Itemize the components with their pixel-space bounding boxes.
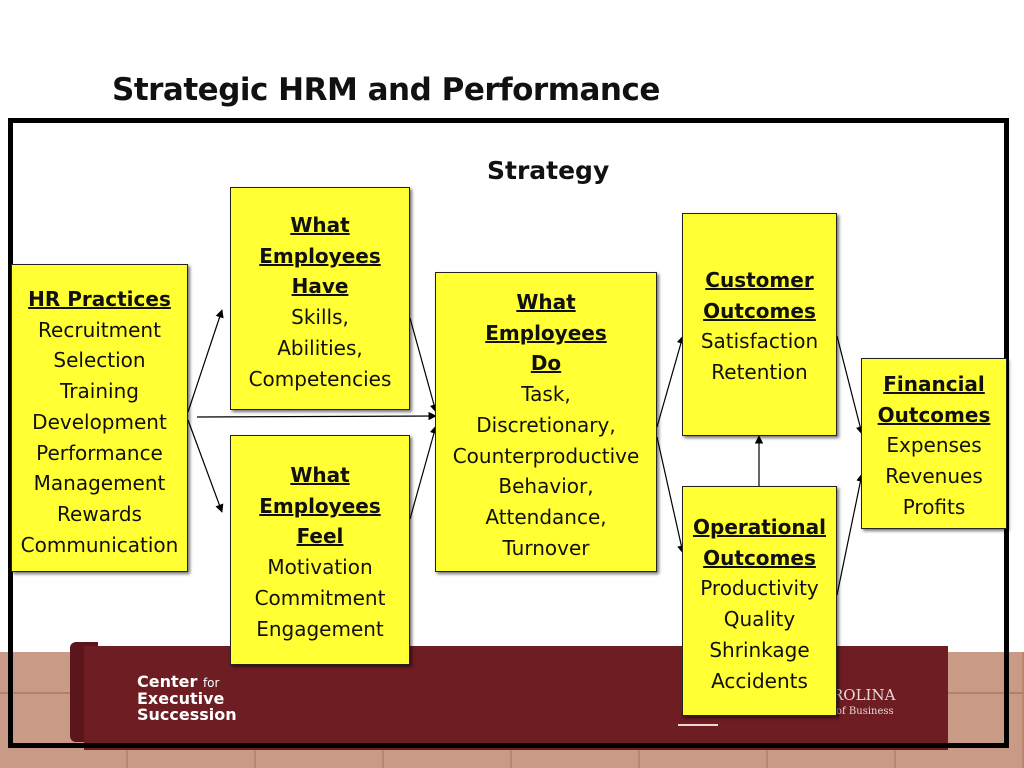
slide-title: Strategic HRM and Performance — [112, 72, 660, 108]
box-heading: Customer — [705, 268, 814, 292]
box-item: Shrinkage — [709, 637, 810, 662]
box-item: Rewards — [57, 501, 142, 526]
customer-outcomes-box: Customer Outcomes Satisfaction Retention — [682, 213, 837, 436]
box-item: Turnover — [502, 535, 590, 560]
box-item: Training — [60, 379, 139, 404]
box-heading: Have — [291, 274, 349, 299]
box-item: Abilities, — [277, 335, 363, 360]
box-item: Development — [32, 409, 167, 434]
box-item: Expenses — [886, 433, 982, 458]
box-item: Communication — [20, 532, 179, 557]
arrow-hr-to-have — [187, 309, 224, 413]
arrow-do-to-customer — [656, 335, 685, 428]
box-item: Performance — [36, 440, 163, 465]
box-heading: Employees — [259, 493, 381, 518]
box-item: Behavior, — [498, 474, 594, 499]
box-item: Management — [33, 471, 166, 496]
university-wordmark: ROLINA — [832, 686, 896, 704]
arrow-operational-to-financial — [836, 473, 865, 596]
box-item: Counterproductive — [452, 443, 640, 468]
arrow-customer-to-financial — [836, 335, 865, 435]
university-subtitle: of Business — [836, 706, 894, 717]
arrow-hr-to-do — [196, 411, 437, 421]
center-executive-succession-logo: Center for Executive Succession — [137, 672, 237, 724]
box-heading: Outcomes — [877, 402, 991, 427]
hr-practices-box: HR Practices Recruitment Selection Train… — [11, 264, 188, 572]
box-item: Satisfaction — [700, 329, 819, 354]
box-heading: Do — [530, 351, 562, 376]
box-item: Discretionary, — [476, 412, 616, 437]
box-item: Motivation — [267, 555, 373, 580]
box-item: Revenues — [885, 464, 983, 489]
strategy-label: Strategy — [487, 156, 610, 185]
box-heading: Employees — [485, 320, 607, 345]
box-heading: What — [290, 463, 350, 487]
box-item: Competencies — [248, 366, 392, 391]
box-item: Attendance, — [485, 504, 607, 529]
university-seal-icon — [678, 704, 718, 726]
arrow-have-to-do — [409, 317, 439, 413]
box-item: Engagement — [256, 616, 384, 641]
employees-have-box: What Employees Have Skills, Abilities, C… — [230, 187, 410, 410]
box-item: Retention — [711, 360, 808, 385]
financial-outcomes-box: Financial Outcomes Expenses Revenues Pro… — [861, 358, 1007, 529]
box-heading: Feel — [296, 524, 344, 549]
box-item: Recruitment — [38, 317, 161, 342]
box-heading: What — [290, 213, 350, 237]
box-heading: Financial — [883, 372, 985, 396]
arrow-do-to-operational — [656, 436, 686, 554]
arrow-hr-to-feel — [187, 419, 224, 513]
box-heading: What — [516, 290, 576, 314]
box-item: Task, — [521, 382, 571, 407]
box-heading: Outcomes — [703, 298, 816, 323]
box-item: Productivity — [700, 576, 819, 601]
box-heading: Employees — [259, 243, 381, 268]
box-item: Profits — [902, 494, 966, 519]
box-item: Skills, — [291, 305, 349, 330]
box-heading: HR Practices — [28, 287, 171, 311]
box-heading: Operational — [693, 515, 826, 539]
employees-feel-box: What Employees Feel Motivation Commitmen… — [230, 435, 410, 665]
operational-outcomes-box: Operational Outcomes Productivity Qualit… — [682, 486, 837, 716]
arrow-feel-to-do — [409, 425, 439, 520]
box-heading: Outcomes — [703, 545, 816, 570]
employees-do-box: What Employees Do Task, Discretionary, C… — [435, 272, 657, 572]
box-item: Selection — [53, 348, 146, 373]
box-item: Commitment — [254, 585, 386, 610]
box-item: Quality — [723, 607, 796, 632]
box-item: Accidents — [711, 668, 808, 693]
